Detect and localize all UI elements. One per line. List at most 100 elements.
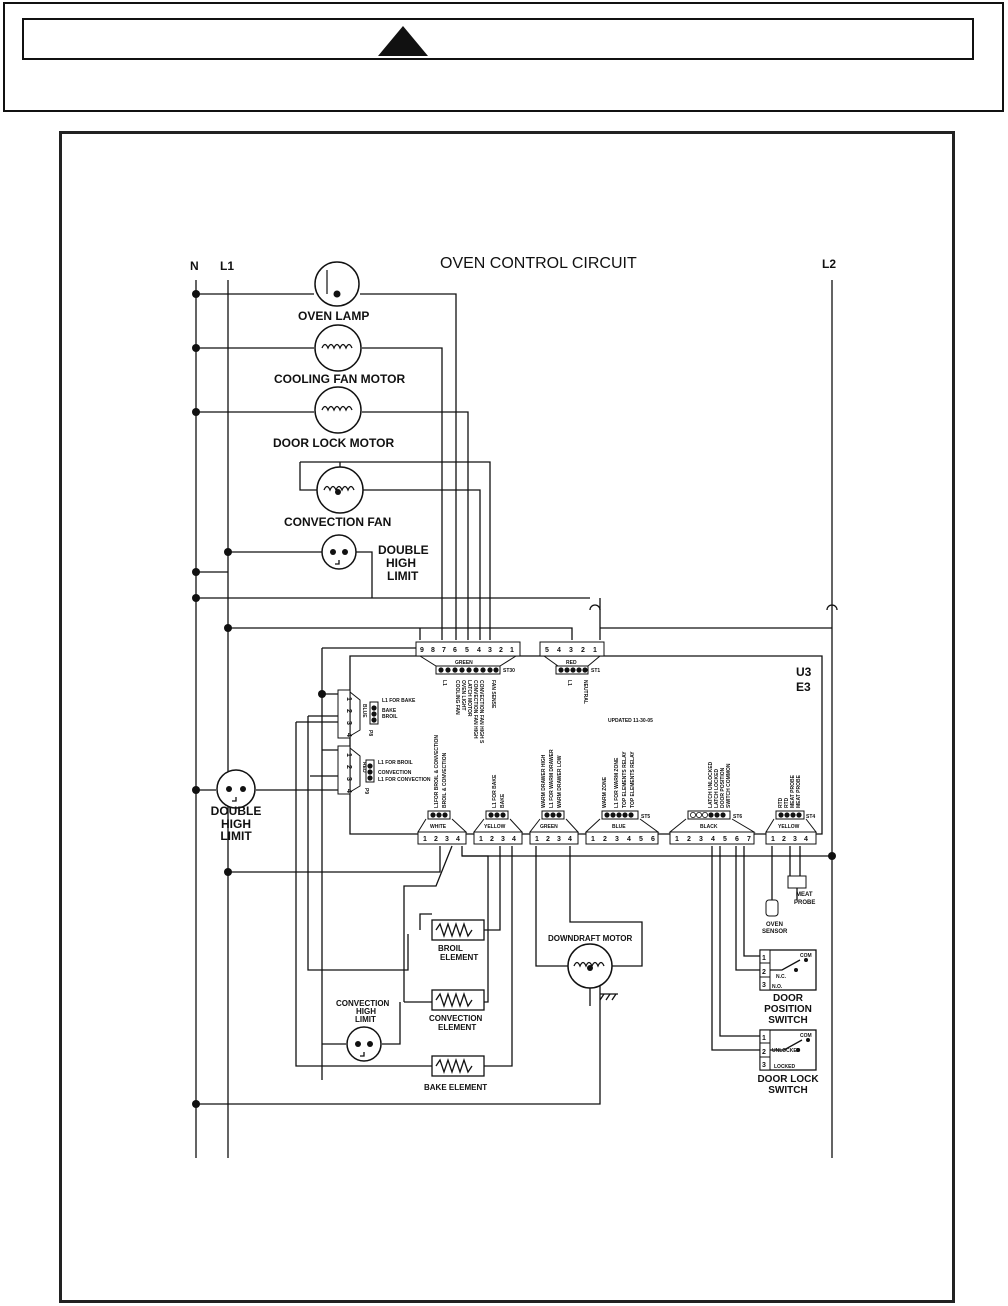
yellow-pin: 4 (512, 836, 516, 843)
dls-pin-3: 3 (762, 1062, 766, 1069)
green-pin: 4 (477, 647, 481, 654)
connector-yellow-rtd-bottom: ST4 YELLOW 1 2 3 4 RTD RTD MEAT PROBE ME… (765, 774, 818, 845)
green-pin: 9 (420, 647, 424, 654)
red-side-pin: 2 (345, 765, 352, 769)
green-bottom-pin: 1 (535, 836, 539, 843)
wiring (196, 293, 832, 1105)
dps-nc: N.C. (776, 974, 787, 980)
green-bottom-label: WARM DRAWER LOW (557, 755, 563, 808)
yellow-rtd-label: RTD (778, 797, 784, 808)
black-bottom-pin: 1 (675, 836, 679, 843)
meat-probe-label-1: MEAT (796, 892, 813, 898)
green-pin: 7 (442, 647, 446, 654)
blue-bottom-label: L1 FOR WARM ZONE (614, 757, 620, 808)
conv-limit-label-3: LIMIT (355, 1015, 376, 1024)
power-rails (195, 280, 833, 1158)
black-bottom-pin: 2 (687, 836, 691, 843)
green-pin: 2 (499, 647, 503, 654)
black-bottom-pin: 4 (711, 836, 715, 843)
yellow-pin: 2 (490, 836, 494, 843)
green-bottom-color: GREEN (540, 824, 558, 830)
warning-box (3, 2, 1004, 112)
green-pin: 3 (488, 647, 492, 654)
oven-lamp: OVEN LAMP (298, 261, 369, 323)
meat-probe-label-2: PROBE (794, 900, 815, 906)
white-pin: 1 (423, 836, 427, 843)
blue-bottom-label: TOP ELEMENTS RELAY (622, 751, 628, 808)
diagram-title: OVEN CONTROL CIRCUIT (440, 255, 637, 272)
blue-bottom-color: BLUE (612, 824, 626, 830)
top-pin-label: COOLING FAN (454, 680, 460, 715)
red-pin: 4 (557, 647, 561, 654)
dls-label-2: SWITCH (768, 1085, 807, 1096)
convection-fan-label: CONVECTION FAN (284, 515, 391, 529)
white-color: WHITE (430, 824, 447, 830)
dps-no: N.O. (772, 984, 783, 990)
green-pin: 6 (453, 647, 457, 654)
cooling-fan-motor: COOLING FAN MOTOR (274, 324, 405, 386)
yellow-rtd-pin: 2 (782, 836, 786, 843)
top-pin-label: OVEN LIGHT (460, 680, 466, 711)
connector-blue-bottom: ST5 BLUE 1 2 3 4 5 6 WARM ZONE L1 FOR WA… (584, 751, 660, 845)
dps-pin-3: 3 (762, 982, 766, 989)
yellow-rtd-pin: 1 (771, 836, 775, 843)
blue-bottom-pin: 5 (639, 836, 643, 843)
red-side-color: RED (361, 762, 367, 773)
green-bottom-pin: 4 (568, 836, 572, 843)
blue-bottom-pin: 4 (627, 836, 631, 843)
red-side-label: L1 FOR BROIL (378, 760, 413, 766)
conv-limit-label-1: CONVECTION (336, 999, 390, 1008)
dhl-left-line1: DOUBLE (211, 804, 262, 818)
control-id-e3: E3 (796, 680, 811, 694)
top-pin-label: CONVECTION FAN HIGH (472, 680, 478, 739)
convection-element: CONVECTION ELEMENT (429, 989, 485, 1032)
connector-white-bottom: WHITE 1 2 3 4 L1FOR BROIL & CONVECTION B… (417, 735, 468, 845)
black-bottom-label: LATCH LOCKED (714, 769, 720, 808)
white-pin: 2 (434, 836, 438, 843)
blue-bottom-label: TOP ELEMENTS RELAY (630, 751, 636, 808)
oven-sensor: OVEN SENSOR (762, 899, 788, 935)
black-bottom-pin: 5 (723, 836, 727, 843)
blue-bottom-label: WARM ZONE (602, 776, 608, 808)
black-bottom-code: ST6 (733, 814, 742, 820)
control-id-u3: U3 (796, 665, 812, 679)
red-side-pin: 3 (345, 777, 352, 781)
junction-dots (192, 290, 836, 1108)
connector-red-top: 5 4 3 2 1 RED ST1 L1 NEUTRAL (539, 641, 605, 704)
dps-label-3: SWITCH (768, 1015, 807, 1026)
yellow-pin: 1 (479, 836, 483, 843)
red-top-code: ST1 (591, 668, 600, 674)
dps-pin-1: 1 (762, 955, 766, 962)
yellow-rtd-color: YELLOW (778, 824, 800, 830)
convection-fan: CONVECTION FAN (284, 466, 391, 529)
red-side-pin: 1 (345, 753, 352, 757)
door-lock-motor-label: DOOR LOCK MOTOR (273, 436, 394, 450)
yellow-rtd-label: RTD (784, 797, 790, 808)
line2-label: L2 (822, 257, 836, 271)
dhl-left-line2: HIGH (221, 817, 251, 831)
connector-red-side: 1 2 3 4 RED P9 L1 FOR BROIL CONVECTION L… (337, 745, 431, 795)
meat-probe: MEAT PROBE (787, 875, 815, 906)
white-pin: 4 (456, 836, 460, 843)
black-bottom-label: SWITCH COMMON (726, 763, 732, 808)
warning-triangle-icon (378, 26, 428, 56)
dls-pin-2: 2 (762, 1049, 766, 1056)
connector-black-bottom: ST6 BLACK 1 2 3 4 5 6 7 LATCH UNLOCKED L… (668, 761, 756, 845)
door-position-switch: 1 2 3 COM N.C. N.O. DOOR POSITION SWITCH (759, 949, 817, 1026)
green-top-color: GREEN (455, 660, 473, 666)
green-pin: 5 (465, 647, 469, 654)
red-side-label: CONVECTION (378, 770, 412, 776)
red-side-pin: 4 (345, 789, 352, 793)
green-bottom-label: WARM DRAWER HIGH (541, 754, 547, 808)
dps-label-2: POSITION (764, 1004, 812, 1015)
connector-green-top: 9 8 7 6 5 4 3 2 1 GREEN ST30 L1 COOLING … (415, 641, 521, 744)
dhl-top-line1: DOUBLE (378, 543, 429, 557)
dls-com: COM (800, 1033, 812, 1039)
dps-label-1: DOOR (773, 993, 804, 1004)
oven-sensor-label-1: OVEN (766, 922, 783, 928)
dps-com: COM (800, 953, 812, 959)
blue-bottom-pin: 3 (615, 836, 619, 843)
yellow-rtd-label: MEAT PROBE (790, 774, 796, 808)
dls-locked: LOCKED (774, 1064, 796, 1070)
neutral-label: N (190, 259, 199, 273)
